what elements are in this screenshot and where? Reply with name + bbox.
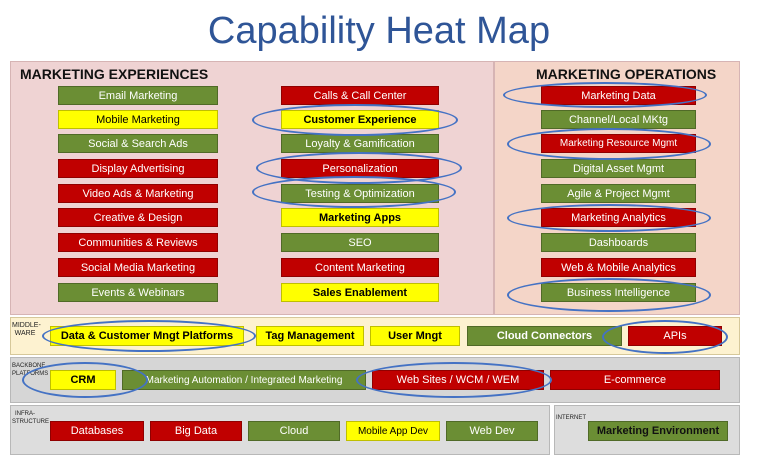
marketing-operations-heading: MARKETING OPERATIONS [536,66,717,82]
cap-cloud: Cloud [248,421,340,441]
cap-video-ads: Video Ads & Marketing [58,184,218,203]
cap-seo: SEO [281,233,439,252]
cap-marketing-automation: Marketing Automation / Integrated Market… [122,370,366,390]
cap-digital-asset-mgmt: Digital Asset Mgmt [541,159,696,178]
cap-databases: Databases [50,421,144,441]
cap-social-search-ads: Social & Search Ads [58,134,218,153]
cap-mobile-app-dev: Mobile App Dev [346,421,440,441]
cap-communities-reviews: Communities & Reviews [58,233,218,252]
cap-creative-design: Creative & Design [58,208,218,227]
cap-loyalty-gamification: Loyalty & Gamification [281,134,439,153]
cap-data-customer-platforms: Data & Customer Mngt Platforms [50,326,244,346]
backbone-label: BACKBONE PLATFORMS [12,363,49,377]
cap-content-marketing: Content Marketing [281,258,439,277]
cap-web-dev: Web Dev [446,421,538,441]
cap-user-mngt: User Mngt [370,326,460,346]
page-title: Capability Heat Map [207,10,551,52]
cap-marketing-environment: Marketing Environment [588,421,728,441]
cap-web-mobile-analytics: Web & Mobile Analytics [541,258,696,277]
cap-customer-experience: Customer Experience [281,110,439,129]
cap-mobile-marketing: Mobile Marketing [58,110,218,129]
cap-email-marketing: Email Marketing [58,86,218,105]
cap-testing-optimization: Testing & Optimization [281,184,439,203]
cap-social-media-marketing: Social Media Marketing [58,258,218,277]
cap-events-webinars: Events & Webinars [58,283,218,302]
cap-marketing-data: Marketing Data [541,86,696,105]
cap-calls-call-center: Calls & Call Center [281,86,439,105]
cap-tag-management: Tag Management [256,326,364,346]
cap-cloud-connectors: Cloud Connectors [467,326,622,346]
cap-sales-enablement: Sales Enablement [281,283,439,302]
middleware-label: MIDDLE- WARE [12,322,41,337]
cap-crm: CRM [50,370,116,390]
cap-display-advertising: Display Advertising [58,159,218,178]
cap-marketing-apps: Marketing Apps [281,208,439,227]
cap-marketing-analytics: Marketing Analytics [541,208,696,227]
cap-web-sites-wcm: Web Sites / WCM / WEM [372,370,544,390]
marketing-experiences-heading: MARKETING EXPERIENCES [20,66,209,82]
cap-business-intelligence: Business Intelligence [541,283,696,302]
cap-marketing-resource-mgmt: Marketing Resource Mgmt [541,134,696,153]
cap-big-data: Big Data [150,421,242,441]
infrastructure-label: INFRA- STRUCTURE [12,411,49,425]
cap-e-commerce: E-commerce [550,370,720,390]
cap-apis: APIs [628,326,722,346]
cap-channel-local: Channel/Local MKtg [541,110,696,129]
cap-dashboards: Dashboards [541,233,696,252]
internet-label: INTERNET [556,415,586,421]
cap-personalization: Personalization [281,159,439,178]
cap-agile-project-mgmt: Agile & Project Mgmt [541,184,696,203]
